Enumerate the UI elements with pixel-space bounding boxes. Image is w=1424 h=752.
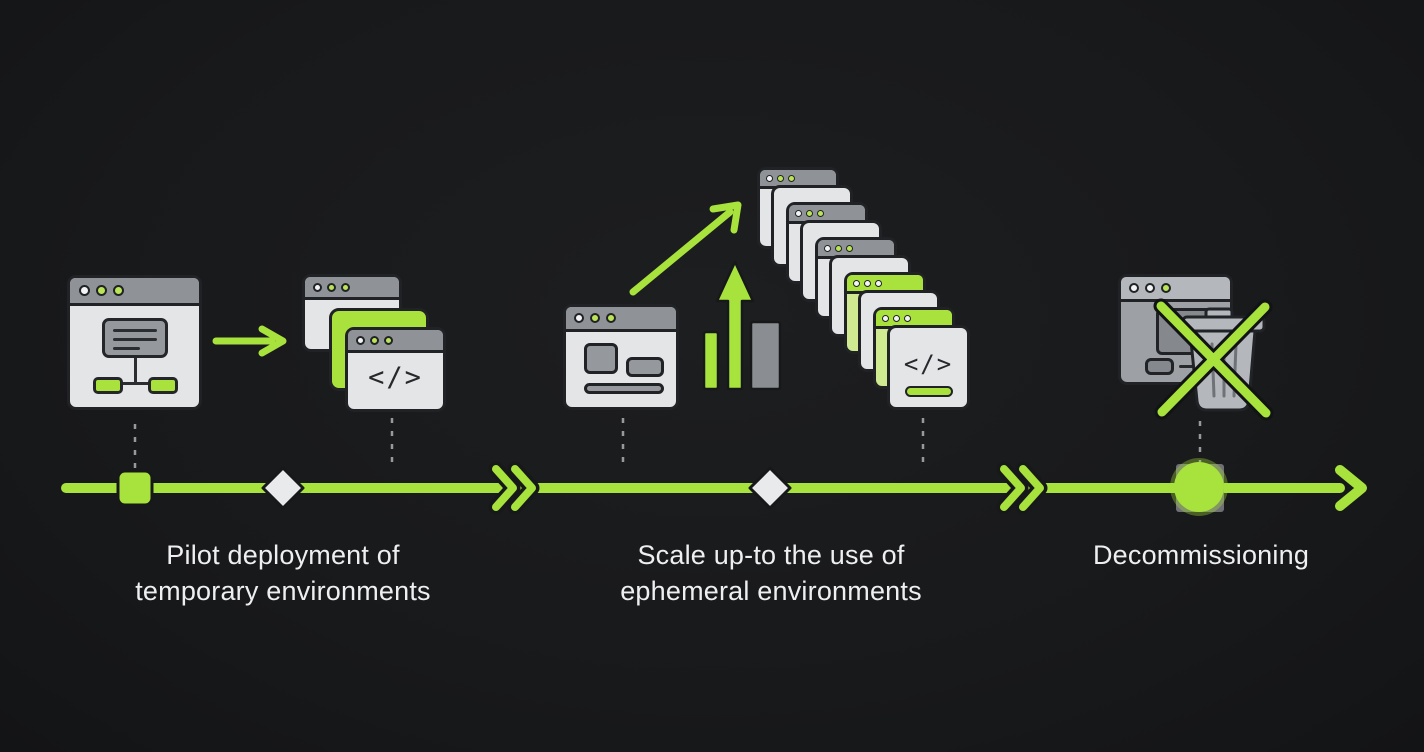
marker-circle-glow <box>1170 458 1228 516</box>
flowchart-leaf-node <box>93 377 123 394</box>
stacked-window-code: </> <box>345 327 446 412</box>
dashed-connectors <box>133 418 1202 468</box>
window-dot <box>313 282 322 292</box>
window-titlebar <box>305 277 399 300</box>
chevron-icon <box>1019 465 1044 511</box>
chevron-icon <box>492 465 517 511</box>
pilot-browser-window <box>67 275 202 410</box>
stage-label-line: Scale up-to the use of <box>637 540 905 570</box>
flowchart-root-node <box>102 318 168 358</box>
content-block <box>1145 358 1174 375</box>
marker-diamond-2 <box>748 466 792 510</box>
code-icon: </> <box>903 350 954 378</box>
window-dot <box>795 209 802 217</box>
flowchart-connector <box>120 382 148 385</box>
window-titlebar <box>70 278 199 306</box>
window-dot <box>1161 283 1171 293</box>
window-dot <box>893 314 900 322</box>
bar-gray <box>749 320 782 391</box>
cascade-window-code: </> <box>887 325 970 410</box>
window-dot <box>1145 283 1155 293</box>
chevron-separator-2 <box>996 461 1048 515</box>
window-dot <box>835 244 842 252</box>
window-dot <box>788 174 795 182</box>
growth-bar-chart-icon <box>702 260 782 391</box>
window-dot <box>882 314 889 322</box>
window-dot <box>113 285 124 296</box>
window-dot <box>766 174 773 182</box>
content-block <box>584 343 618 374</box>
window-dot <box>370 335 379 345</box>
code-icon: </> <box>368 362 423 393</box>
window-dot <box>777 174 784 182</box>
text-line <box>113 329 157 332</box>
content-block <box>1156 308 1230 355</box>
flowchart-leaf-node <box>148 377 178 394</box>
decommission-browser-window <box>1118 274 1233 385</box>
stage-label-pilot: Pilot deployment of temporary environmen… <box>135 537 431 609</box>
window-dot <box>817 209 824 217</box>
scale-browser-window <box>563 304 679 410</box>
marker-diamond-1 <box>261 466 305 510</box>
right-arrow-icon <box>212 325 287 357</box>
stage-label-scale: Scale up-to the use of ephemeral environ… <box>620 537 922 609</box>
chevron-icon <box>1000 465 1025 511</box>
stage-label-decommission: Decommissioning <box>1093 537 1309 573</box>
window-dot <box>1129 283 1139 293</box>
window-dot <box>327 282 336 292</box>
window-dot <box>574 313 584 323</box>
content-dash <box>1179 365 1196 368</box>
window-dot <box>356 335 365 345</box>
window-dot <box>904 314 911 322</box>
window-dot <box>590 313 600 323</box>
timeline-arrowhead-icon <box>1335 465 1367 511</box>
window-dot <box>853 279 860 287</box>
green-pill <box>904 386 953 397</box>
window-dot <box>806 209 813 217</box>
content-bar <box>584 383 664 394</box>
stage-label-line: ephemeral environments <box>620 576 922 606</box>
window-titlebar <box>348 330 443 353</box>
window-dot <box>384 335 393 345</box>
window-dot <box>864 279 871 287</box>
bar-green <box>702 330 720 391</box>
chevron-separator-1 <box>488 461 540 515</box>
marker-green-square <box>116 469 154 507</box>
diagonal-growth-arrow-icon <box>629 201 742 296</box>
content-block <box>626 357 664 377</box>
window-dot <box>824 244 831 252</box>
window-dot <box>79 285 90 296</box>
window-dot <box>846 244 853 252</box>
window-dot <box>606 313 616 323</box>
stage-label-line: Pilot deployment of <box>166 540 400 570</box>
stage-label-line: Decommissioning <box>1092 540 1310 570</box>
window-titlebar <box>566 307 676 332</box>
marker-circle-backplate <box>1176 464 1224 512</box>
window-dot <box>96 285 107 296</box>
chevron-icon <box>511 465 536 511</box>
text-line <box>113 338 157 341</box>
up-arrow-icon <box>715 260 755 391</box>
flowchart-stem <box>134 358 137 384</box>
marker-green-circle <box>1174 462 1224 512</box>
window-dot <box>341 282 350 292</box>
stage-label-line: temporary environments <box>135 576 431 606</box>
window-titlebar <box>1121 277 1230 302</box>
text-line <box>113 347 140 350</box>
window-dot <box>875 279 882 287</box>
